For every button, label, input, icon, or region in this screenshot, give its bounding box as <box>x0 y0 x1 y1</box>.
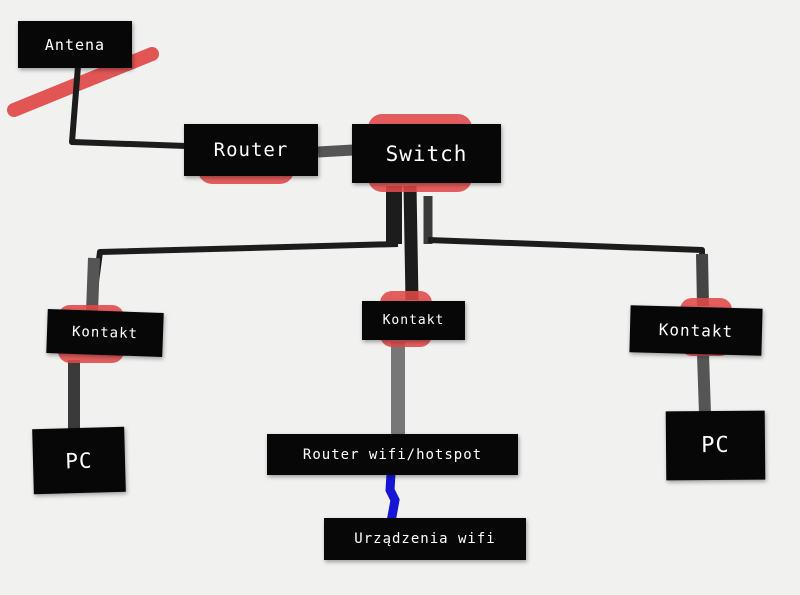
node-antena: Antena <box>18 21 132 68</box>
node-kontakt-left: Kontakt <box>46 308 164 358</box>
wifi-link-blue <box>385 469 400 527</box>
node-switch: Switch <box>352 124 501 183</box>
node-pc-right: PC <box>665 410 766 481</box>
cable-switch-kontakt-right <box>427 237 706 307</box>
cable-switch-bundle-b <box>403 185 419 301</box>
node-pc-left-label: PC <box>65 448 93 473</box>
node-router-label: Router <box>213 139 289 161</box>
node-pc-right-label: PC <box>701 432 730 459</box>
node-urzadzenia-wifi: Urządzenia wifi <box>324 518 526 560</box>
node-kontakt-center-label: Kontakt <box>382 313 445 328</box>
node-kontakt-right: Kontakt <box>629 305 763 356</box>
node-antena-label: Antena <box>44 35 106 54</box>
cable-left-drop-shadow <box>86 257 100 313</box>
cable-router-switch <box>317 144 354 158</box>
node-pc-left: PC <box>32 426 126 495</box>
node-switch-label: Switch <box>385 141 468 166</box>
node-router-wifi-label: Router wifi/hotspot <box>302 446 483 463</box>
node-kontakt-center: Kontakt <box>362 301 465 340</box>
node-router: Router <box>184 124 318 176</box>
node-kontakt-left-label: Kontakt <box>71 323 139 343</box>
cable-antena-router <box>69 65 187 149</box>
node-urzadzenia-wifi-label: Urządzenia wifi <box>354 531 496 547</box>
cable-switch-kontakt-left <box>89 241 399 313</box>
node-router-wifi: Router wifi/hotspot <box>267 434 518 475</box>
node-kontakt-right-label: Kontakt <box>658 320 734 341</box>
cable-right-drop-shadow <box>696 253 709 307</box>
cable-kontakt-pc-right <box>697 353 711 415</box>
